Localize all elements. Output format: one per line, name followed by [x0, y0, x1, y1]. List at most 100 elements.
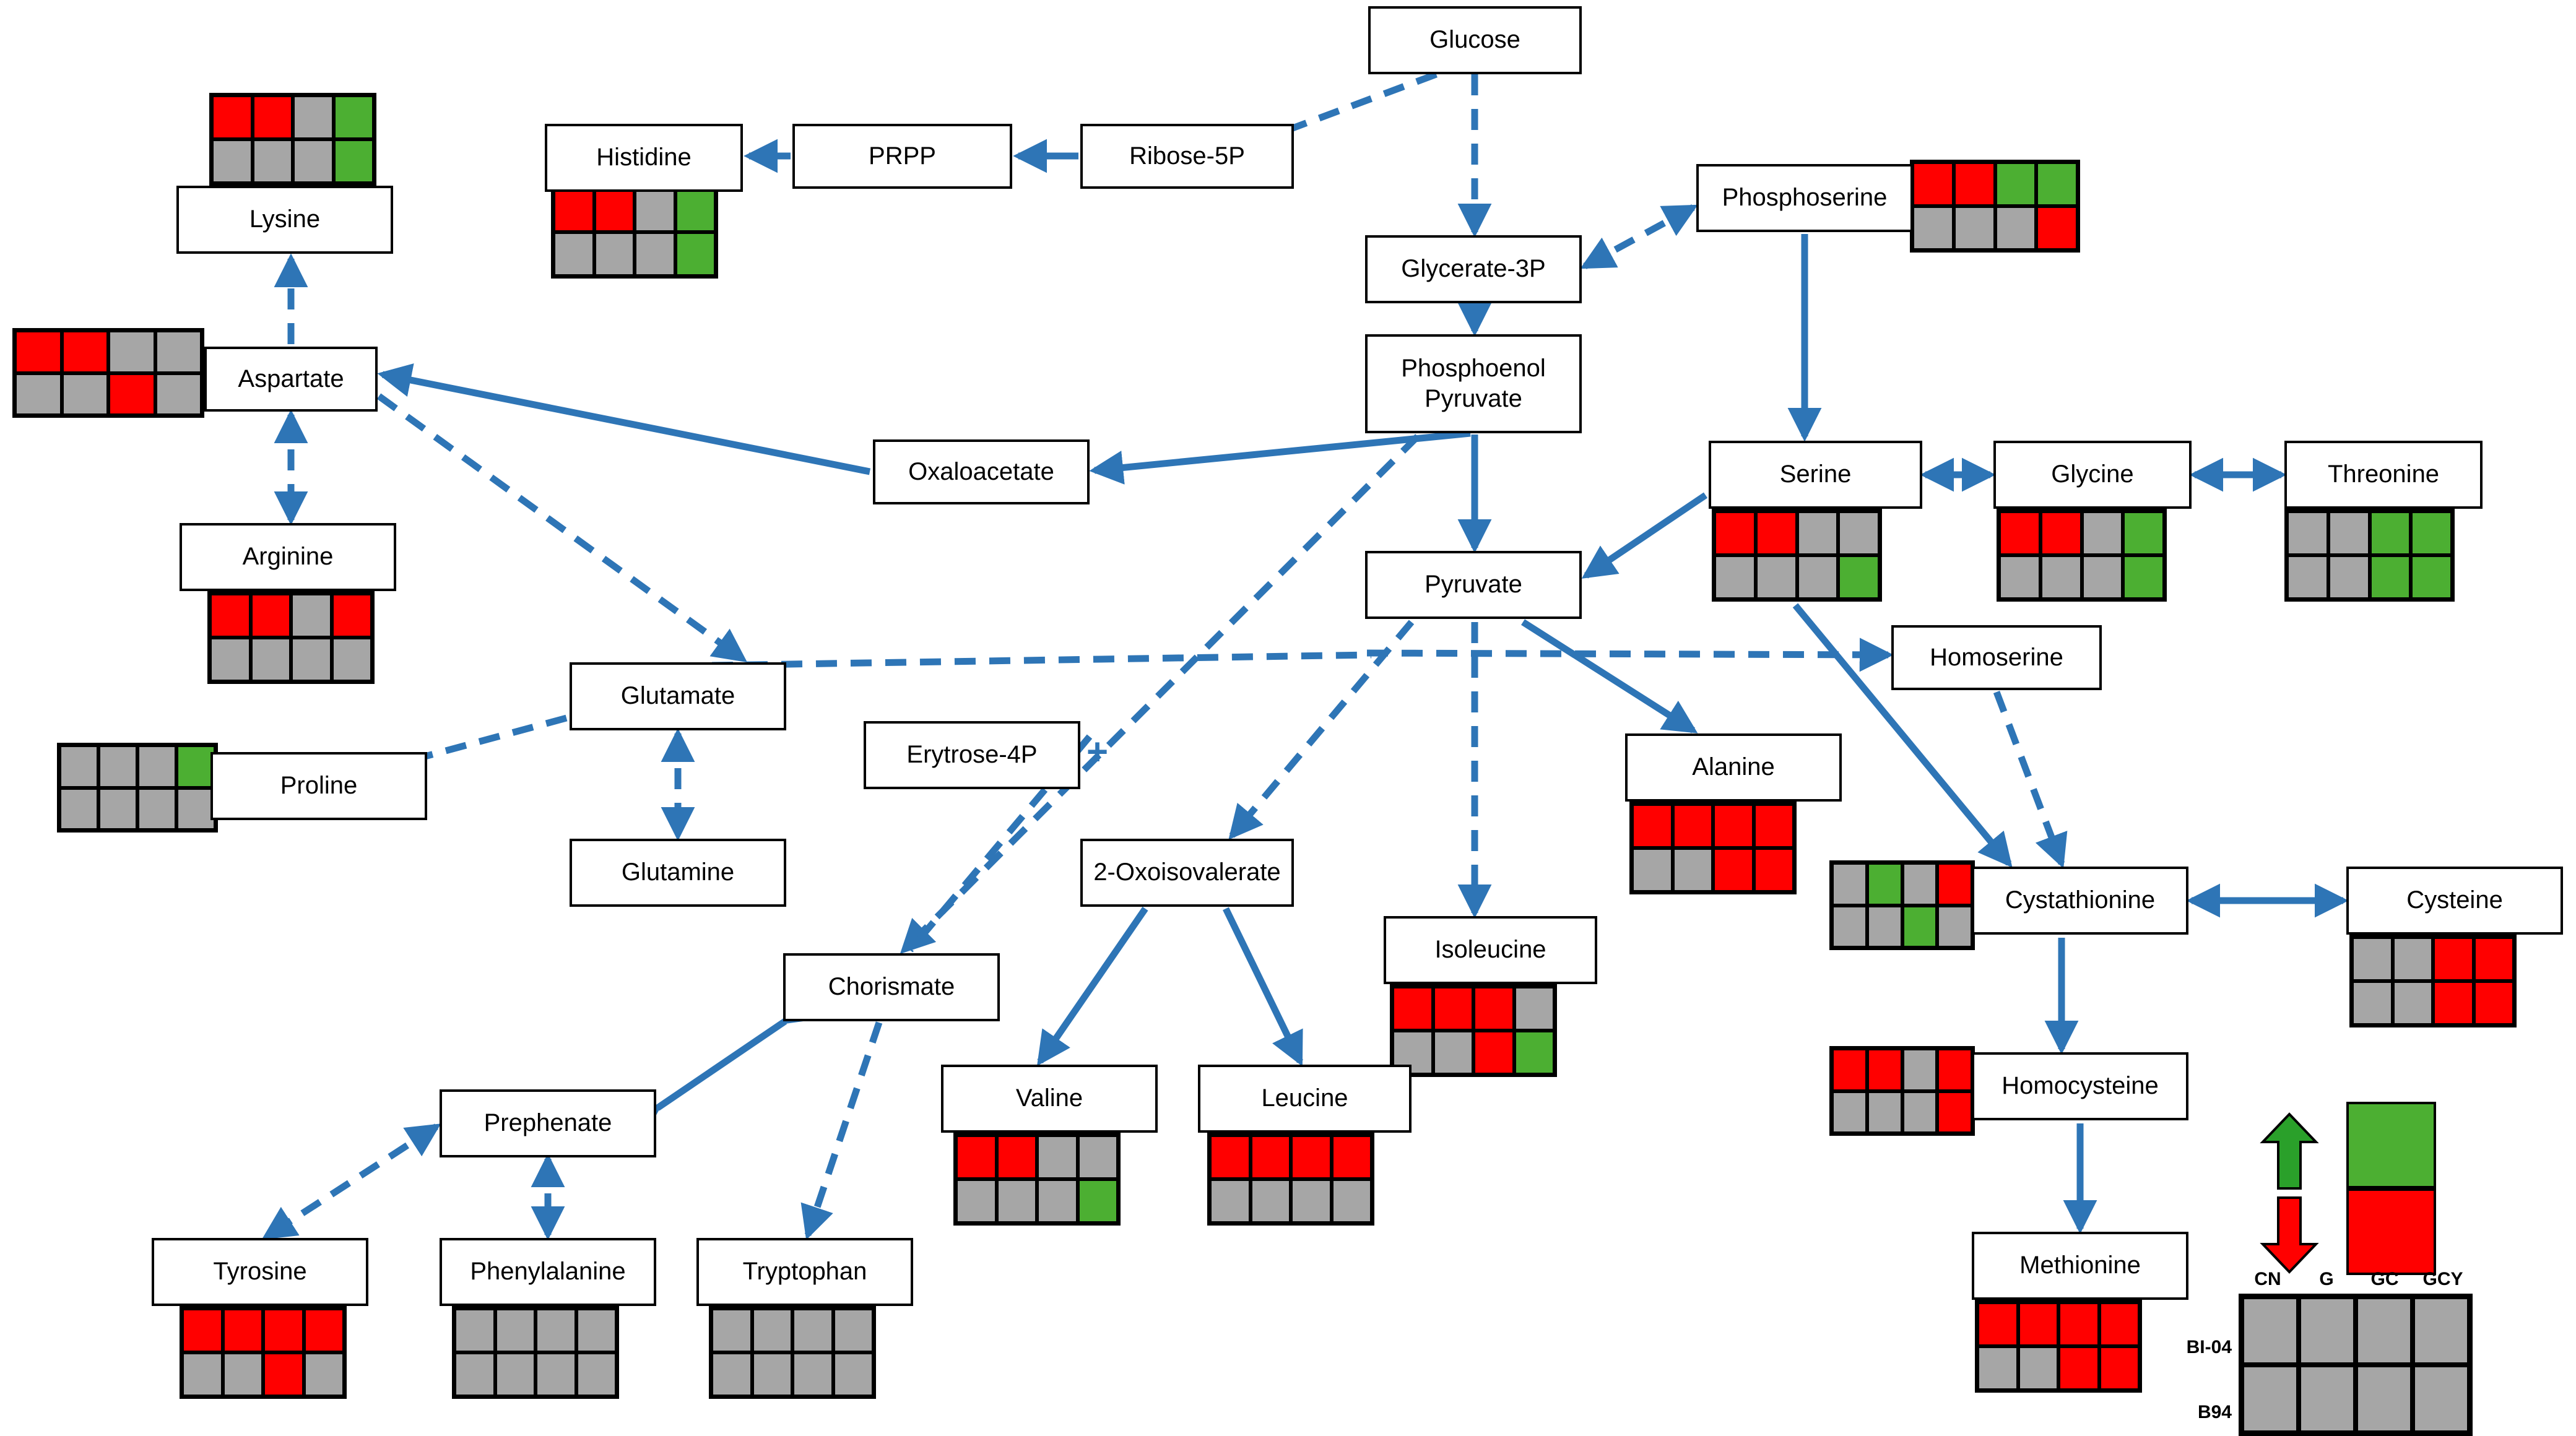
- heatmap-cell: [711, 1352, 752, 1396]
- heatmap-cell: [2123, 511, 2164, 555]
- heatmap-cell: [2018, 1302, 2058, 1346]
- heatmap-cell: [252, 95, 293, 139]
- node-arginine[interactable]: Arginine: [180, 523, 396, 591]
- node-cystathionine[interactable]: Cystathionine: [1972, 867, 2188, 935]
- heatmap-cell: [2040, 511, 2082, 555]
- hm-threonine: [2284, 509, 2455, 602]
- heatmap-cell: [1953, 206, 1995, 250]
- node-leucine[interactable]: Leucine: [1198, 1065, 1412, 1133]
- node-homoserine[interactable]: Homoserine: [1891, 625, 2102, 690]
- node-glutamate[interactable]: Glutamate: [570, 662, 786, 730]
- node-label: Pyruvate: [1425, 571, 1522, 599]
- heatmap-cell: [1838, 555, 1880, 599]
- node-histidine[interactable]: Histidine: [545, 124, 743, 192]
- node-ribose5p[interactable]: Ribose-5P: [1080, 124, 1294, 189]
- node-proline[interactable]: Proline: [210, 752, 427, 820]
- heatmap-cell: [222, 1308, 263, 1352]
- node-label: Tryptophan: [742, 1258, 867, 1286]
- node-aspartate[interactable]: Aspartate: [204, 347, 378, 412]
- heatmap-cell: [293, 139, 334, 183]
- node-isoleucine[interactable]: Isoleucine: [1384, 916, 1597, 984]
- node-label: Lysine: [249, 205, 321, 233]
- node-glutamine[interactable]: Glutamine: [570, 839, 786, 907]
- node-glucose[interactable]: Glucose: [1368, 6, 1582, 74]
- node-glycine[interactable]: Glycine: [1993, 441, 2192, 509]
- heatmap-cell: [252, 139, 293, 183]
- heatmap-cell: [1250, 1135, 1291, 1179]
- node-valine[interactable]: Valine: [941, 1065, 1158, 1133]
- heatmap-cell: [1331, 1135, 1372, 1179]
- node-tryptophan[interactable]: Tryptophan: [696, 1238, 913, 1306]
- heatmap-cell: [333, 95, 374, 139]
- node-prephenate[interactable]: Prephenate: [440, 1089, 656, 1157]
- node-chorismate[interactable]: Chorismate: [783, 953, 1000, 1021]
- heatmap-cell: [1832, 863, 1867, 906]
- heatmap-cell: [61, 373, 108, 415]
- node-label: Alanine: [1692, 753, 1775, 781]
- node-threonine[interactable]: Threonine: [2284, 441, 2483, 509]
- node-label: Glutamate: [620, 682, 735, 710]
- heatmap-cell: [576, 1308, 617, 1352]
- node-phosphoserine[interactable]: Phosphoserine: [1696, 164, 1913, 232]
- heatmap-cell: [1995, 206, 2037, 250]
- heatmap-cell: [1937, 1049, 1972, 1091]
- heatmap-cell: [635, 232, 675, 276]
- heatmap-cell: [210, 638, 251, 681]
- heatmap-cell: [1832, 905, 1867, 948]
- legend-cell: [2242, 1365, 2299, 1433]
- heatmap-cell: [137, 787, 176, 830]
- node-homocysteine[interactable]: Homocysteine: [1972, 1052, 2188, 1120]
- node-methionine[interactable]: Methionine: [1972, 1232, 2188, 1300]
- up-arrow-icon: [2260, 1112, 2319, 1190]
- node-tyrosine[interactable]: Tyrosine: [152, 1238, 368, 1306]
- node-label: Leucine: [1261, 1084, 1348, 1112]
- node-erytrose4p[interactable]: Erytrose-4P: [864, 721, 1080, 789]
- node-cysteine[interactable]: Cysteine: [2346, 867, 2563, 935]
- heatmap-cell: [1210, 1179, 1251, 1223]
- legend-cell: [2299, 1297, 2356, 1365]
- heatmap-cell: [108, 373, 155, 415]
- heatmap-cell: [1912, 206, 1954, 250]
- heatmap-cell: [1797, 555, 1839, 599]
- heatmap-cell: [553, 188, 594, 232]
- heatmap-cell: [576, 1352, 617, 1396]
- node-serine[interactable]: Serine: [1709, 441, 1922, 509]
- node-alanine[interactable]: Alanine: [1625, 733, 1842, 802]
- legend-col-GC: GC: [2370, 1269, 2399, 1289]
- node-glycerate3p[interactable]: Glycerate-3P: [1365, 235, 1582, 303]
- node-label: 2-Oxoisovalerate: [1093, 859, 1281, 886]
- heatmap-cell: [536, 1308, 576, 1352]
- node-oxaloacetate[interactable]: Oxaloacetate: [873, 439, 1090, 504]
- heatmap-cell: [2411, 555, 2452, 599]
- heatmap-cell: [1210, 1135, 1251, 1179]
- heatmap-cell: [2123, 555, 2164, 599]
- heatmap-cell: [2473, 937, 2514, 981]
- heatmap-cell: [553, 232, 594, 276]
- node-prpp[interactable]: PRPP: [792, 124, 1012, 189]
- heatmap-cell: [250, 594, 291, 638]
- heatmap-cell: [108, 331, 155, 373]
- heatmap-cell: [2411, 511, 2452, 555]
- heatmap-cell: [98, 745, 137, 788]
- hm-homocysteine: [1829, 1046, 1975, 1136]
- heatmap-cell: [1392, 987, 1433, 1031]
- heatmap-cell: [1977, 1346, 2018, 1390]
- heatmap-cell: [2081, 511, 2123, 555]
- node-pyruvate[interactable]: Pyruvate: [1365, 551, 1582, 619]
- node-label: Phosphoserine: [1722, 184, 1888, 212]
- node-lysine[interactable]: Lysine: [176, 186, 393, 254]
- heatmap-cell: [1937, 863, 1972, 906]
- heatmap-cell: [15, 373, 62, 415]
- node-label: Oxaloacetate: [908, 457, 1054, 485]
- heatmap-cell: [2099, 1302, 2140, 1346]
- node-oxoisovalerate[interactable]: 2-Oxoisovalerate: [1080, 839, 1294, 907]
- heatmap-cell: [1291, 1135, 1332, 1179]
- heatmap-cell: [996, 1135, 1037, 1179]
- node-phenylalanine[interactable]: Phenylalanine: [440, 1238, 656, 1306]
- legend-cell: [2356, 1365, 2413, 1433]
- hm-aspartate: [12, 328, 204, 418]
- heatmap-cell: [1832, 1049, 1867, 1091]
- legend-row-BI-04: BI-04: [2186, 1337, 2232, 1357]
